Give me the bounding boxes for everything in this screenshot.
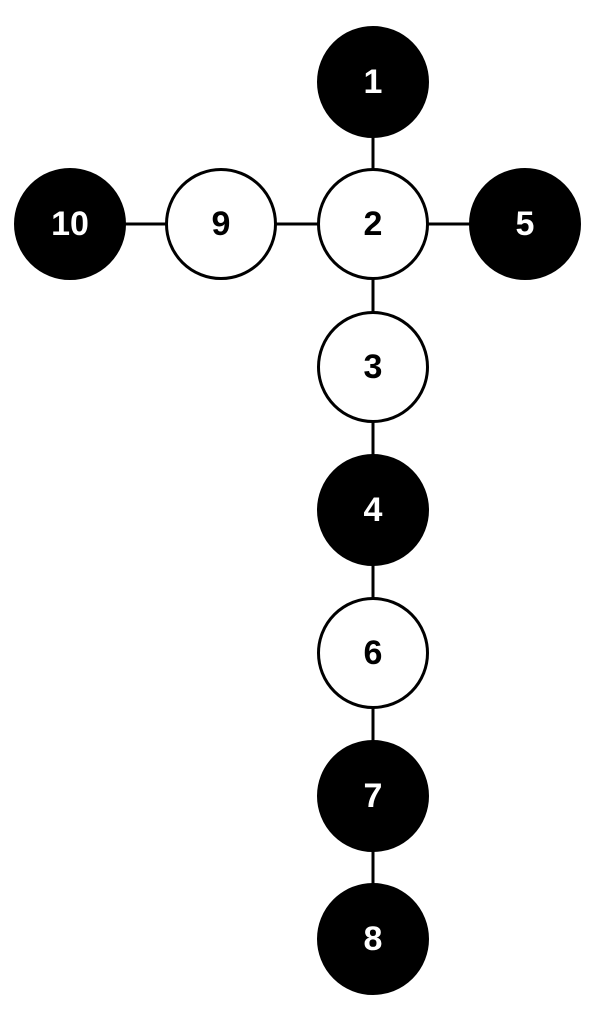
node-label-7: 7	[364, 777, 383, 815]
graph-node-9[interactable]: 9	[165, 168, 277, 280]
node-circle-6[interactable]	[317, 597, 429, 709]
graph-node-5[interactable]: 5	[469, 168, 581, 280]
node-circle-3[interactable]	[317, 311, 429, 423]
node-circle-2[interactable]	[317, 168, 429, 280]
node-label-4: 4	[364, 491, 383, 529]
node-label-8: 8	[364, 920, 383, 958]
node-circle-9[interactable]	[165, 168, 277, 280]
node-label-6: 6	[364, 634, 383, 672]
graph-node-10[interactable]: 10	[14, 168, 126, 280]
node-label-2: 2	[364, 205, 383, 243]
node-circle-1[interactable]	[317, 26, 429, 138]
node-circle-5[interactable]	[469, 168, 581, 280]
graph-node-8[interactable]: 8	[317, 883, 429, 995]
node-label-3: 3	[364, 348, 383, 386]
node-circle-4[interactable]	[317, 454, 429, 566]
graph-node-2[interactable]: 2	[317, 168, 429, 280]
graph-node-6[interactable]: 6	[317, 597, 429, 709]
node-label-10: 10	[51, 205, 89, 243]
graph-node-3[interactable]: 3	[317, 311, 429, 423]
node-label-1: 1	[364, 63, 383, 101]
graph-node-4[interactable]: 4	[317, 454, 429, 566]
graph-node-7[interactable]: 7	[317, 740, 429, 852]
node-circle-7[interactable]	[317, 740, 429, 852]
node-circle-10[interactable]	[14, 168, 126, 280]
edge-layer	[70, 82, 525, 939]
node-circle-8[interactable]	[317, 883, 429, 995]
node-layer: 1 2 3 4 5 6 7 8 9 10	[14, 26, 581, 995]
node-label-9: 9	[212, 205, 231, 243]
node-label-5: 5	[516, 205, 535, 243]
graph-node-1[interactable]: 1	[317, 26, 429, 138]
